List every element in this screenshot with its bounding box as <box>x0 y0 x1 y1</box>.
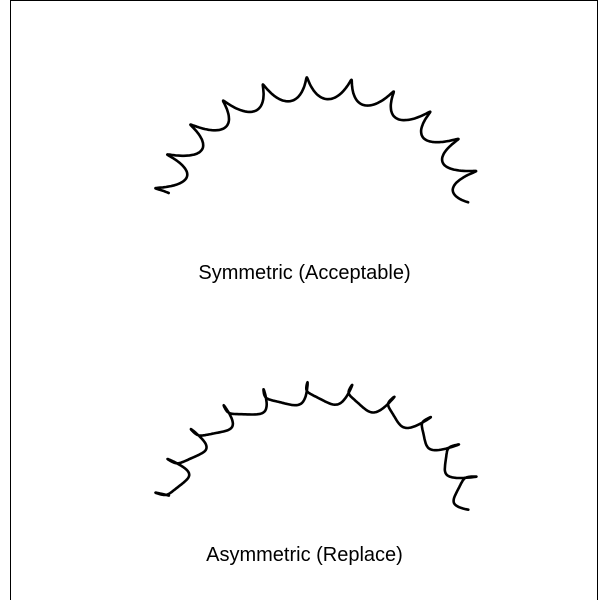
diagram-frame <box>10 0 598 600</box>
symmetric-gear-teeth-figure <box>154 76 478 204</box>
asymmetric-tooth-outline <box>154 381 478 511</box>
symmetric-caption: Symmetric (Acceptable) <box>198 262 411 284</box>
asymmetric-gear-teeth-figure <box>154 381 478 511</box>
symmetric-tooth-outline <box>154 76 478 204</box>
asymmetric-caption: Asymmetric (Replace) <box>206 544 403 566</box>
